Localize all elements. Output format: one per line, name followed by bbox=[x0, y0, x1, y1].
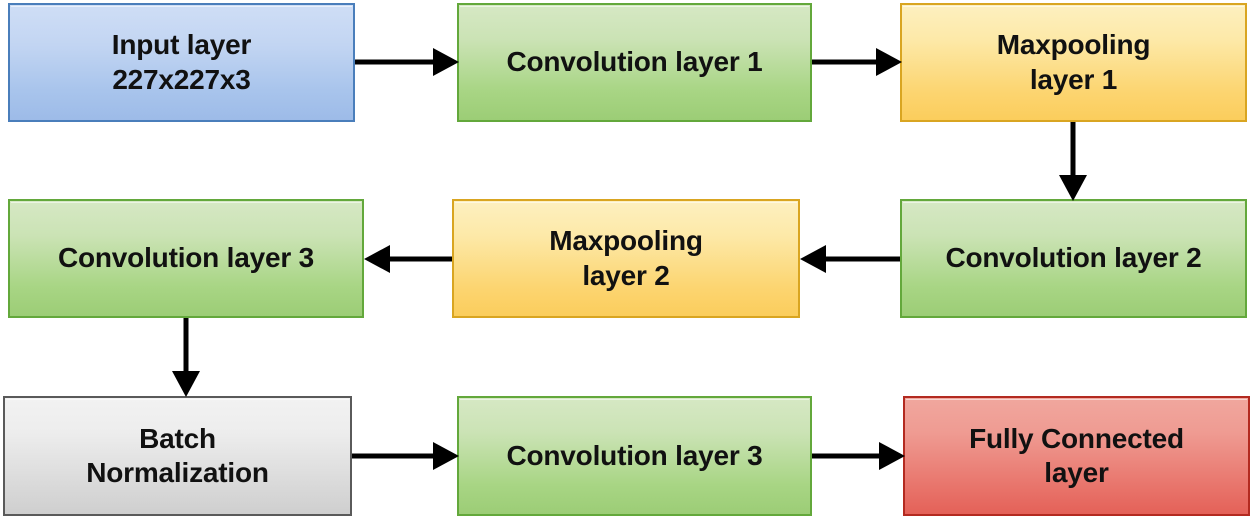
node-fully-connected-layer[interactable]: Fully Connected layer bbox=[903, 396, 1250, 516]
node-input-layer[interactable]: Input layer 227x227x3 bbox=[8, 3, 355, 122]
arrow-maxpooling-2-to-convolution-3 bbox=[364, 241, 452, 277]
node-maxpooling-layer-1-label: Maxpooling layer 1 bbox=[996, 29, 1151, 95]
node-convolution-layer-2[interactable]: Convolution layer 2 bbox=[900, 199, 1247, 318]
node-convolution-layer-1-label: Convolution layer 1 bbox=[506, 46, 763, 78]
node-batch-normalization-label: Batch Normalization bbox=[86, 422, 269, 488]
arrow-batch-normalization-to-convolution-3 bbox=[352, 438, 459, 474]
node-convolution-layer-3-middle[interactable]: Convolution layer 3 bbox=[8, 199, 364, 318]
node-input-layer-label: Input layer 227x227x3 bbox=[111, 29, 252, 95]
arrow-convolution-1-to-maxpooling-1 bbox=[812, 44, 902, 80]
node-convolution-layer-3-middle-label: Convolution layer 3 bbox=[57, 242, 315, 274]
arrow-convolution-2-to-maxpooling-2 bbox=[800, 241, 900, 277]
node-maxpooling-layer-2-label: Maxpooling layer 2 bbox=[549, 225, 703, 291]
arrow-convolution-3-to-batch-normalization bbox=[168, 318, 204, 397]
node-convolution-layer-1[interactable]: Convolution layer 1 bbox=[457, 3, 812, 122]
node-maxpooling-layer-2[interactable]: Maxpooling layer 2 bbox=[452, 199, 800, 318]
node-convolution-layer-2-label: Convolution layer 2 bbox=[945, 242, 1202, 274]
arrow-convolution-3-to-fully-connected bbox=[812, 438, 905, 474]
node-convolution-layer-3-bottom[interactable]: Convolution layer 3 bbox=[457, 396, 812, 516]
node-maxpooling-layer-1[interactable]: Maxpooling layer 1 bbox=[900, 3, 1247, 122]
node-fully-connected-layer-label: Fully Connected layer bbox=[969, 422, 1184, 488]
node-batch-normalization[interactable]: Batch Normalization bbox=[3, 396, 352, 516]
arrow-maxpooling-1-to-convolution-2 bbox=[1055, 122, 1091, 201]
node-convolution-layer-3-bottom-label: Convolution layer 3 bbox=[506, 439, 763, 471]
arrow-input-to-convolution-1 bbox=[355, 44, 459, 80]
